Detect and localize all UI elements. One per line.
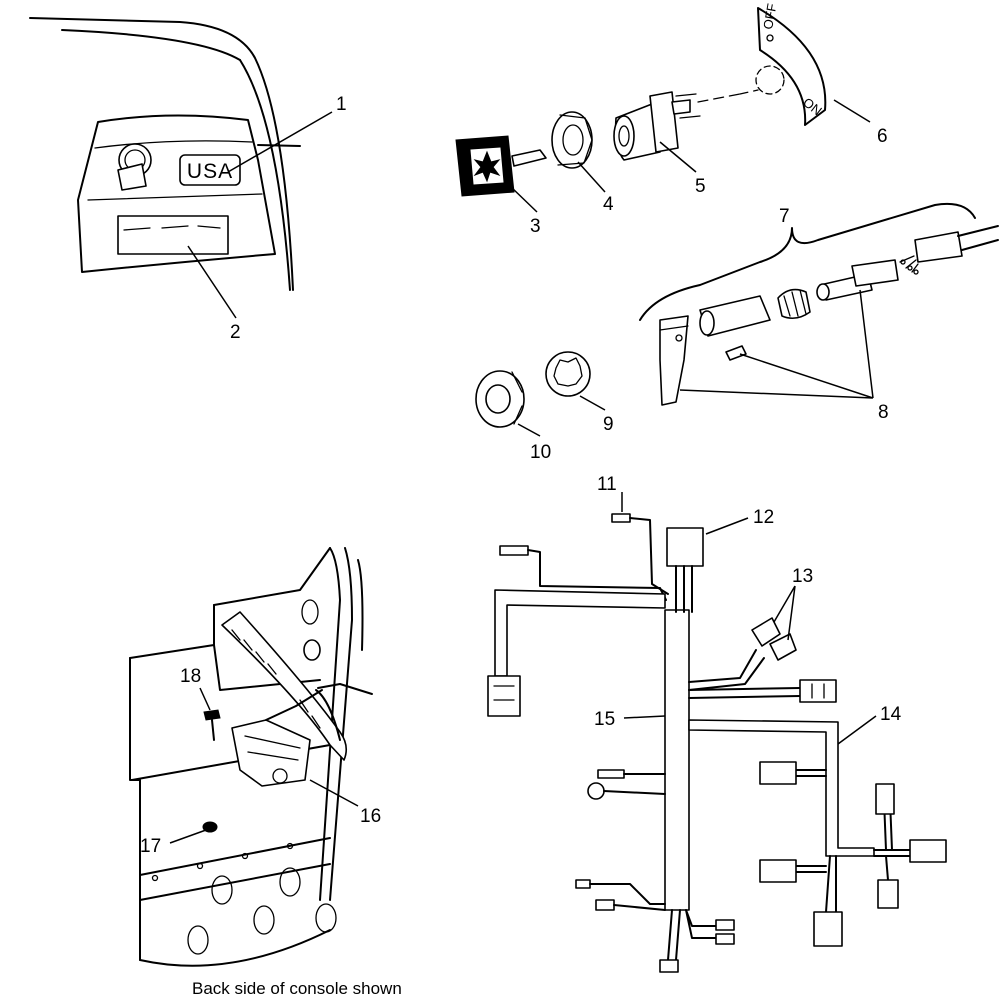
callout-9: 9: [603, 414, 614, 435]
callout-8: 8: [878, 402, 889, 423]
callout-10: 10: [530, 442, 551, 463]
console-caption: Back side of console shown: [192, 979, 402, 998]
callout-12: 12: [753, 507, 774, 528]
off-label: OFF: [760, 2, 779, 30]
screw-icon: [203, 709, 221, 741]
on-label: ON: [800, 95, 825, 119]
usa-decal: USA: [179, 154, 241, 186]
console-back-view: [129, 547, 373, 967]
callout-6: 6: [877, 126, 888, 147]
off-on-decal: OFF ON: [739, 2, 827, 126]
callout-1: 1: [336, 94, 347, 115]
ignition-switch-icon: [613, 91, 741, 161]
nut-icon: [551, 111, 593, 169]
callout-4: 4: [603, 194, 614, 215]
wiring-harness: [487, 513, 947, 973]
callout-15: 15: [594, 709, 615, 730]
warning-decal-icon: [117, 215, 229, 255]
leader-lines: [169, 99, 877, 844]
callout-2: 2: [230, 322, 241, 343]
callout-13: 13: [792, 566, 813, 587]
spring-washer-icon: [545, 351, 591, 397]
bezel-ring-icon: [475, 370, 525, 428]
callout-5: 5: [695, 176, 706, 197]
ignition-key-icon: [117, 143, 152, 191]
console-front-panel: USA: [29, 17, 301, 291]
washer-icon: [202, 821, 218, 833]
callout-14: 14: [880, 704, 902, 725]
callout-11: 11: [597, 474, 617, 495]
usa-label: USA: [187, 160, 233, 183]
stop-switch-assembly: [659, 225, 999, 406]
callout-3: 3: [530, 216, 541, 237]
key-icon: [455, 135, 547, 197]
callout-16: 16: [360, 806, 381, 827]
callout-18: 18: [180, 666, 201, 687]
callout-7: 7: [779, 206, 790, 227]
callout-17: 17: [140, 836, 161, 857]
